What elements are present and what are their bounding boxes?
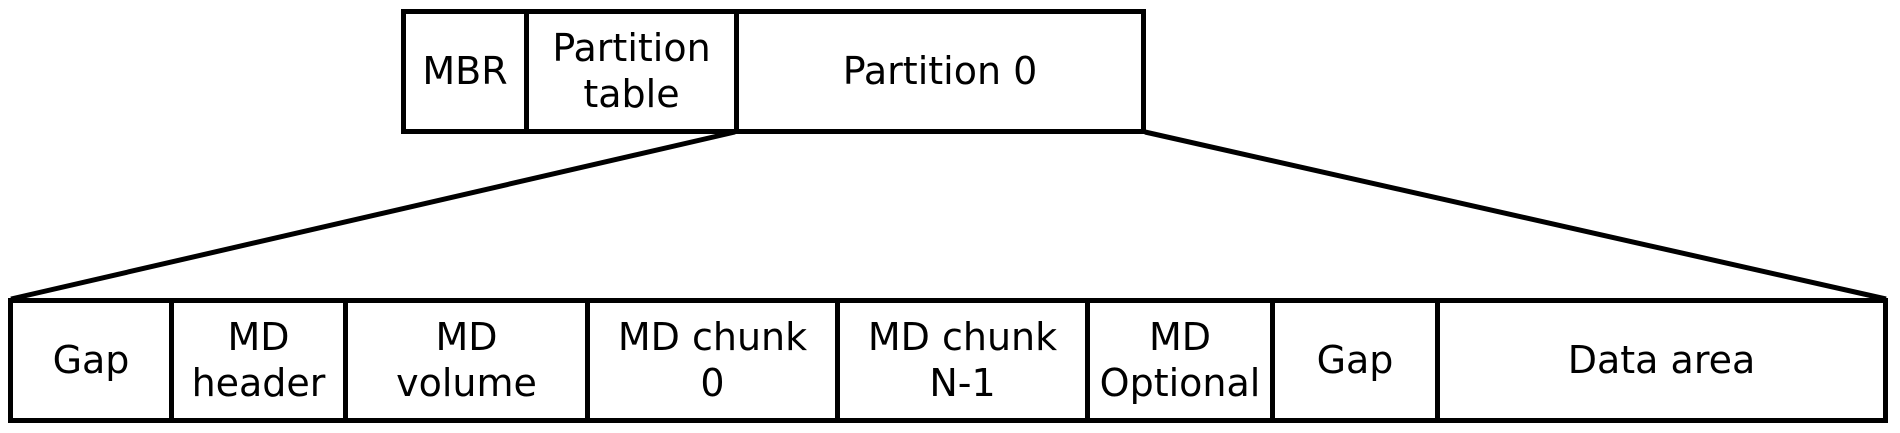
md-volume-box: MD volume xyxy=(343,298,590,423)
expansion-line-right xyxy=(1144,129,1887,302)
data-area-box: Data area xyxy=(1435,298,1888,423)
md-chunk-0-box: MD chunk 0 xyxy=(585,298,840,423)
gap-box-1: Gap xyxy=(8,298,174,423)
mbr-box: MBR xyxy=(401,9,529,134)
partition-0-box: Partition 0 xyxy=(734,9,1146,134)
partition-table-box: Partition table xyxy=(524,9,739,134)
md-chunk-n-1-box: MD chunk N-1 xyxy=(835,298,1090,423)
expansion-line-left xyxy=(10,129,736,302)
md-optional-box: MD Optional xyxy=(1085,298,1275,423)
gap-box-2: Gap xyxy=(1270,298,1440,423)
md-header-box: MD header xyxy=(169,298,348,423)
